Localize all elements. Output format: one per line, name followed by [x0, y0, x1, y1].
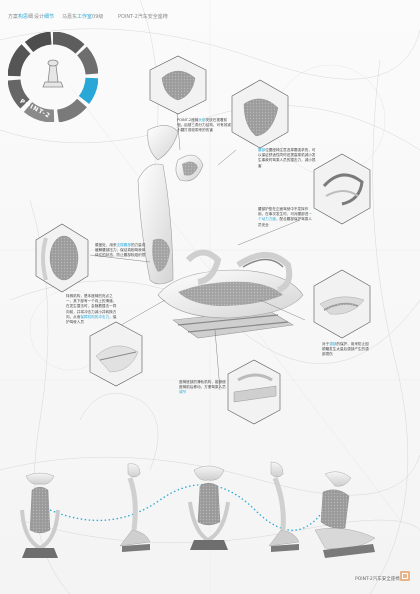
footer-title: POINT-2汽车安全座椅	[355, 577, 400, 582]
header-prefix: 方案	[8, 14, 19, 20]
header-title: POINT-2汽车安全座椅	[118, 14, 168, 20]
header-author-name: 马嘉东	[62, 14, 78, 20]
sequence-frame-1	[20, 472, 60, 558]
crash-sequence	[20, 461, 376, 558]
header-design: 设计细节	[34, 13, 54, 20]
sequence-frame-5	[314, 471, 376, 558]
sequence-frame-3	[188, 465, 230, 550]
emblem-segment	[52, 32, 85, 54]
emblem-segment	[56, 98, 87, 122]
emblem-segment	[76, 46, 98, 75]
emblem-accent-segment	[78, 77, 98, 104]
note-lumbar-position: 腰部位置座椅注意选择要强求的，可以保证舒适性同时还提高乘机减小发生事故时驾乘人员…	[258, 148, 316, 168]
headrest	[147, 125, 179, 161]
brand-logo-icon	[400, 571, 410, 581]
header-section: 方案构思细	[8, 13, 33, 20]
header-prefix-highlight: 构思	[18, 14, 29, 20]
header-author-suffix: 09级	[92, 14, 104, 20]
callout-back-cushion	[35, 223, 89, 293]
note-special-mechanism: 特殊机构，是本座椅的亮点之一，其下部有一个向上的滑道，在发生撞击时，会随着撞击一…	[66, 294, 117, 325]
motion-path	[49, 484, 331, 531]
callout-seat-rail	[227, 359, 281, 425]
seat-cushion	[178, 281, 283, 306]
callout-headrest	[149, 55, 207, 115]
sequence-frame-4	[268, 461, 300, 552]
emblem-segment	[8, 79, 30, 109]
note-slide-rail: 座椅底部的滑轨机构，能够使座椅前后移动，方便驾乘人员调节	[179, 380, 226, 395]
emblem-segment	[8, 44, 31, 77]
callout-neck-guard	[313, 269, 371, 339]
emblem-segment	[23, 101, 55, 122]
sequence-frame-2	[119, 463, 151, 552]
brand-logo-mark	[402, 573, 408, 579]
note-lumbar-support: 膝盖处，用来支撑腰部的力量或缓解腰部压力，保证真相驾驶体侍住的状态，防止腰部软组…	[95, 243, 146, 258]
note-waist-pad: 腰部护垫在正面驾驶中不发挥作用，在事次发生时，可对腰部进一个动力力度，配合腰部保…	[258, 207, 312, 227]
note-neck-protection: 对于颈部的保护，用来防止因颠簸发生太量后颈部产生的颈部损伤	[322, 342, 369, 357]
header-design-highlight: 细节	[44, 14, 55, 20]
header-author-highlight: 工作室	[77, 14, 93, 20]
callout-lumbar-pad	[313, 153, 371, 225]
emblem-seat-icon	[42, 59, 64, 88]
left-armrest	[185, 249, 222, 285]
point2-emblem	[8, 32, 98, 122]
side-wing-cushion	[182, 161, 198, 176]
header-design-prefix: 设计	[34, 14, 45, 20]
header-label: 细	[28, 14, 34, 20]
emblem-segment	[24, 32, 52, 53]
right-armrest	[236, 252, 293, 293]
lumbar-cushion	[152, 238, 170, 272]
header-author: 马嘉东工作室09级	[62, 13, 103, 20]
note-headrest: POINT-2座椅头部安放在视着前侧，后部三角分力结构，可有效减小翻打或较带来的…	[177, 118, 231, 133]
